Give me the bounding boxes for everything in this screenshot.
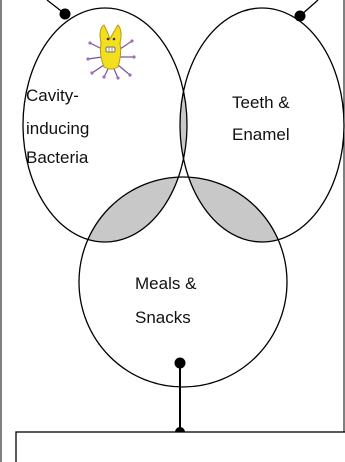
- label-teeth-enamel: Teeth & Enamel: [232, 93, 294, 144]
- connector-right-dot: [295, 11, 306, 22]
- connector-left-dot: [60, 9, 71, 20]
- bacteria-icon: [86, 25, 135, 80]
- label-bacteria: Cavity- inducing Bacteria: [26, 86, 94, 167]
- bottom-box: [16, 432, 345, 462]
- label-meals-snacks: Meals & Snacks: [135, 274, 201, 327]
